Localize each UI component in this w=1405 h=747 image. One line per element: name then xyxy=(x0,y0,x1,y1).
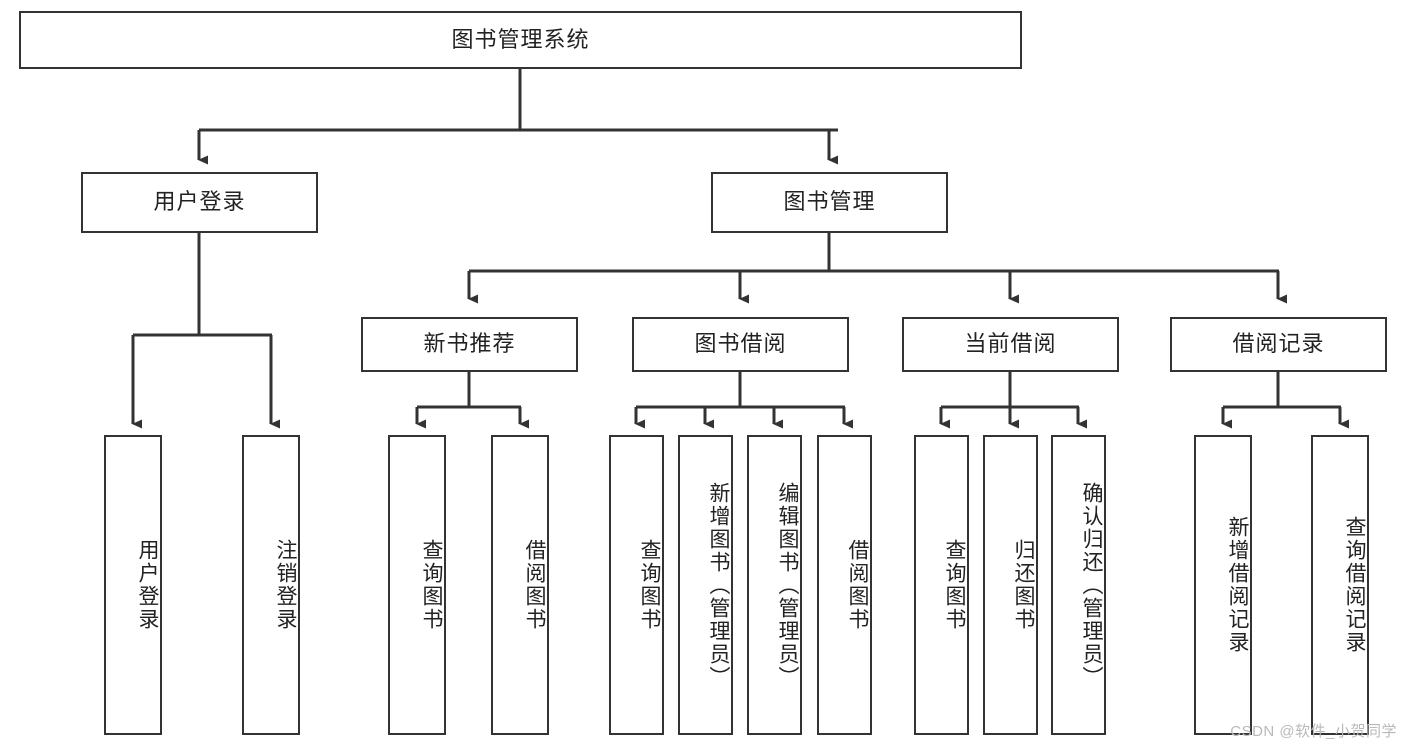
leaf-query-book-2[interactable]: 查询图书 xyxy=(609,435,664,735)
node-user-login-label: 用户登录 xyxy=(153,189,246,215)
leaf-confirm-return-label: 确认归还（管理员） xyxy=(1080,481,1103,689)
node-current-borrow-label: 当前借阅 xyxy=(964,331,1057,357)
leaf-query-book-1-label: 查询图书 xyxy=(420,539,443,631)
watermark: CSDN @软件_小贺同学 xyxy=(1230,723,1397,740)
node-borrow-record-label: 借阅记录 xyxy=(1232,331,1325,357)
leaf-edit-book[interactable]: 编辑图书（管理员） xyxy=(747,435,802,735)
leaf-confirm-return[interactable]: 确认归还（管理员） xyxy=(1051,435,1106,735)
leaf-query-record[interactable]: 查询借阅记录 xyxy=(1311,435,1369,735)
leaf-edit-book-label: 编辑图书（管理员） xyxy=(776,481,799,689)
leaf-return-book-label: 归还图书 xyxy=(1012,539,1035,631)
node-borrow-record[interactable]: 借阅记录 xyxy=(1170,317,1387,372)
leaf-add-book-label: 新增图书（管理员） xyxy=(707,481,730,689)
leaf-add-record-label: 新增借阅记录 xyxy=(1226,516,1249,654)
leaf-borrow-book-2[interactable]: 借阅图书 xyxy=(817,435,872,735)
leaf-query-book-3-label: 查询图书 xyxy=(943,539,966,631)
leaf-return-book[interactable]: 归还图书 xyxy=(983,435,1038,735)
node-book-borrow-label: 图书借阅 xyxy=(694,331,787,357)
leaf-borrow-book-1[interactable]: 借阅图书 xyxy=(491,435,549,735)
leaf-query-book-3[interactable]: 查询图书 xyxy=(914,435,969,735)
node-root-system[interactable]: 图书管理系统 xyxy=(19,11,1022,69)
node-book-management-label: 图书管理 xyxy=(783,189,876,215)
leaf-add-record[interactable]: 新增借阅记录 xyxy=(1194,435,1252,735)
node-new-book-recommend[interactable]: 新书推荐 xyxy=(361,317,578,372)
leaf-borrow-book-1-label: 借阅图书 xyxy=(523,539,546,631)
node-new-book-recommend-label: 新书推荐 xyxy=(423,331,516,357)
node-user-login[interactable]: 用户登录 xyxy=(81,172,318,233)
leaf-user-logout-label: 注销登录 xyxy=(274,539,297,631)
leaf-user-login[interactable]: 用户登录 xyxy=(104,435,162,735)
leaf-query-record-label: 查询借阅记录 xyxy=(1343,516,1366,654)
node-current-borrow[interactable]: 当前借阅 xyxy=(902,317,1119,372)
leaf-query-book-2-label: 查询图书 xyxy=(638,539,661,631)
node-root-system-label: 图书管理系统 xyxy=(451,26,590,52)
leaf-user-logout[interactable]: 注销登录 xyxy=(242,435,300,735)
leaf-user-login-label: 用户登录 xyxy=(136,539,159,631)
leaf-borrow-book-2-label: 借阅图书 xyxy=(846,539,869,631)
node-book-management[interactable]: 图书管理 xyxy=(711,172,948,233)
leaf-add-book[interactable]: 新增图书（管理员） xyxy=(678,435,733,735)
node-book-borrow[interactable]: 图书借阅 xyxy=(632,317,849,372)
leaf-query-book-1[interactable]: 查询图书 xyxy=(388,435,446,735)
